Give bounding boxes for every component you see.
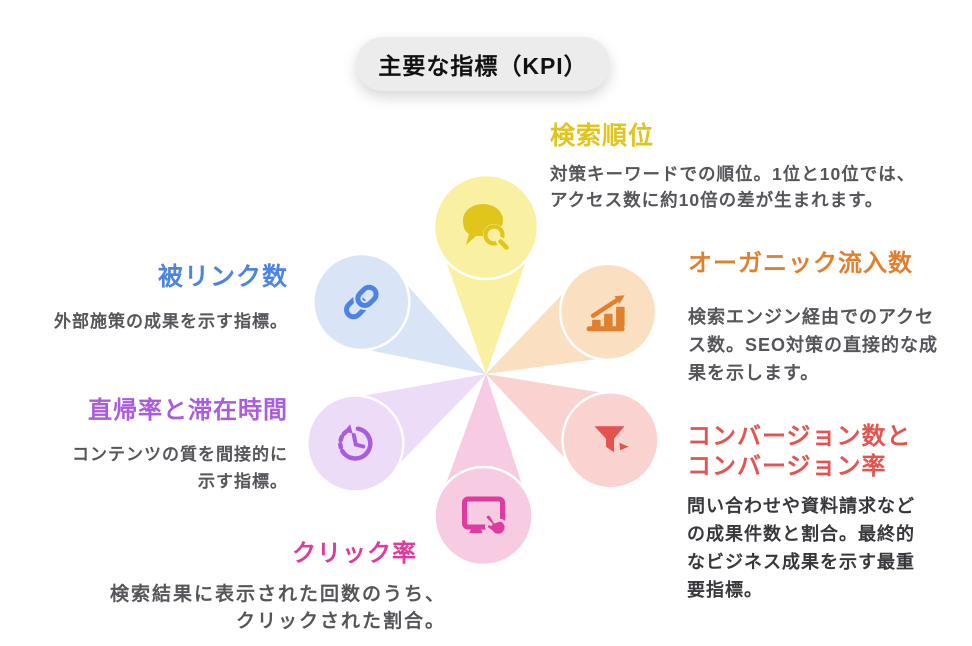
chat-search-icon — [463, 204, 511, 252]
petal-circle-click-rate — [433, 465, 534, 567]
petal-desc-search-ranking: 対策キーワードでの順位。1位と10位では、 アクセス数に約10倍の差が生まれます… — [550, 164, 916, 210]
monitor-click-icon — [462, 496, 508, 537]
bar-chart-arrow-icon — [586, 295, 625, 332]
petal-title-organic-traffic: オーガニック流入数 — [688, 250, 913, 277]
petal-circle-organic-traffic — [558, 262, 658, 362]
clock-history-icon — [338, 424, 373, 461]
petal-title-click-rate: クリック率 — [292, 540, 417, 567]
petal-title-search-ranking: 検索順位 — [550, 122, 655, 150]
petal-desc-click-rate: 検索結果に表示された回数のうち、 クリックされた割合。 — [109, 584, 446, 632]
petal-desc-conversion: 問い合わせや資料請求など の成果件数と割合。最終的 なビジネス成果を示す最重 要… — [687, 496, 915, 600]
petal-desc-backlinks: 外部施策の成果を示す指標。 — [54, 312, 288, 331]
page-title-pill: 主要な指標（KPI） — [356, 37, 610, 91]
petal-title-backlinks: 被リンク数 — [157, 263, 288, 291]
petal-desc-bounce-time: コンテンツの質を間接的に 示す指標。 — [72, 445, 288, 491]
page-title: 主要な指標（KPI） — [378, 53, 588, 79]
funnel-icon — [594, 426, 629, 453]
petal-title-conversion: コンバージョン数と コンバージョン率 — [687, 423, 912, 480]
petal-title-bounce-time: 直帰率と滞在時間 — [88, 397, 288, 424]
petal-desc-organic-traffic: 検索エンジン経由でのアクセ ス数。SEO対策の直接的な成 果を示します。 — [688, 307, 939, 383]
link-icon — [344, 282, 381, 320]
